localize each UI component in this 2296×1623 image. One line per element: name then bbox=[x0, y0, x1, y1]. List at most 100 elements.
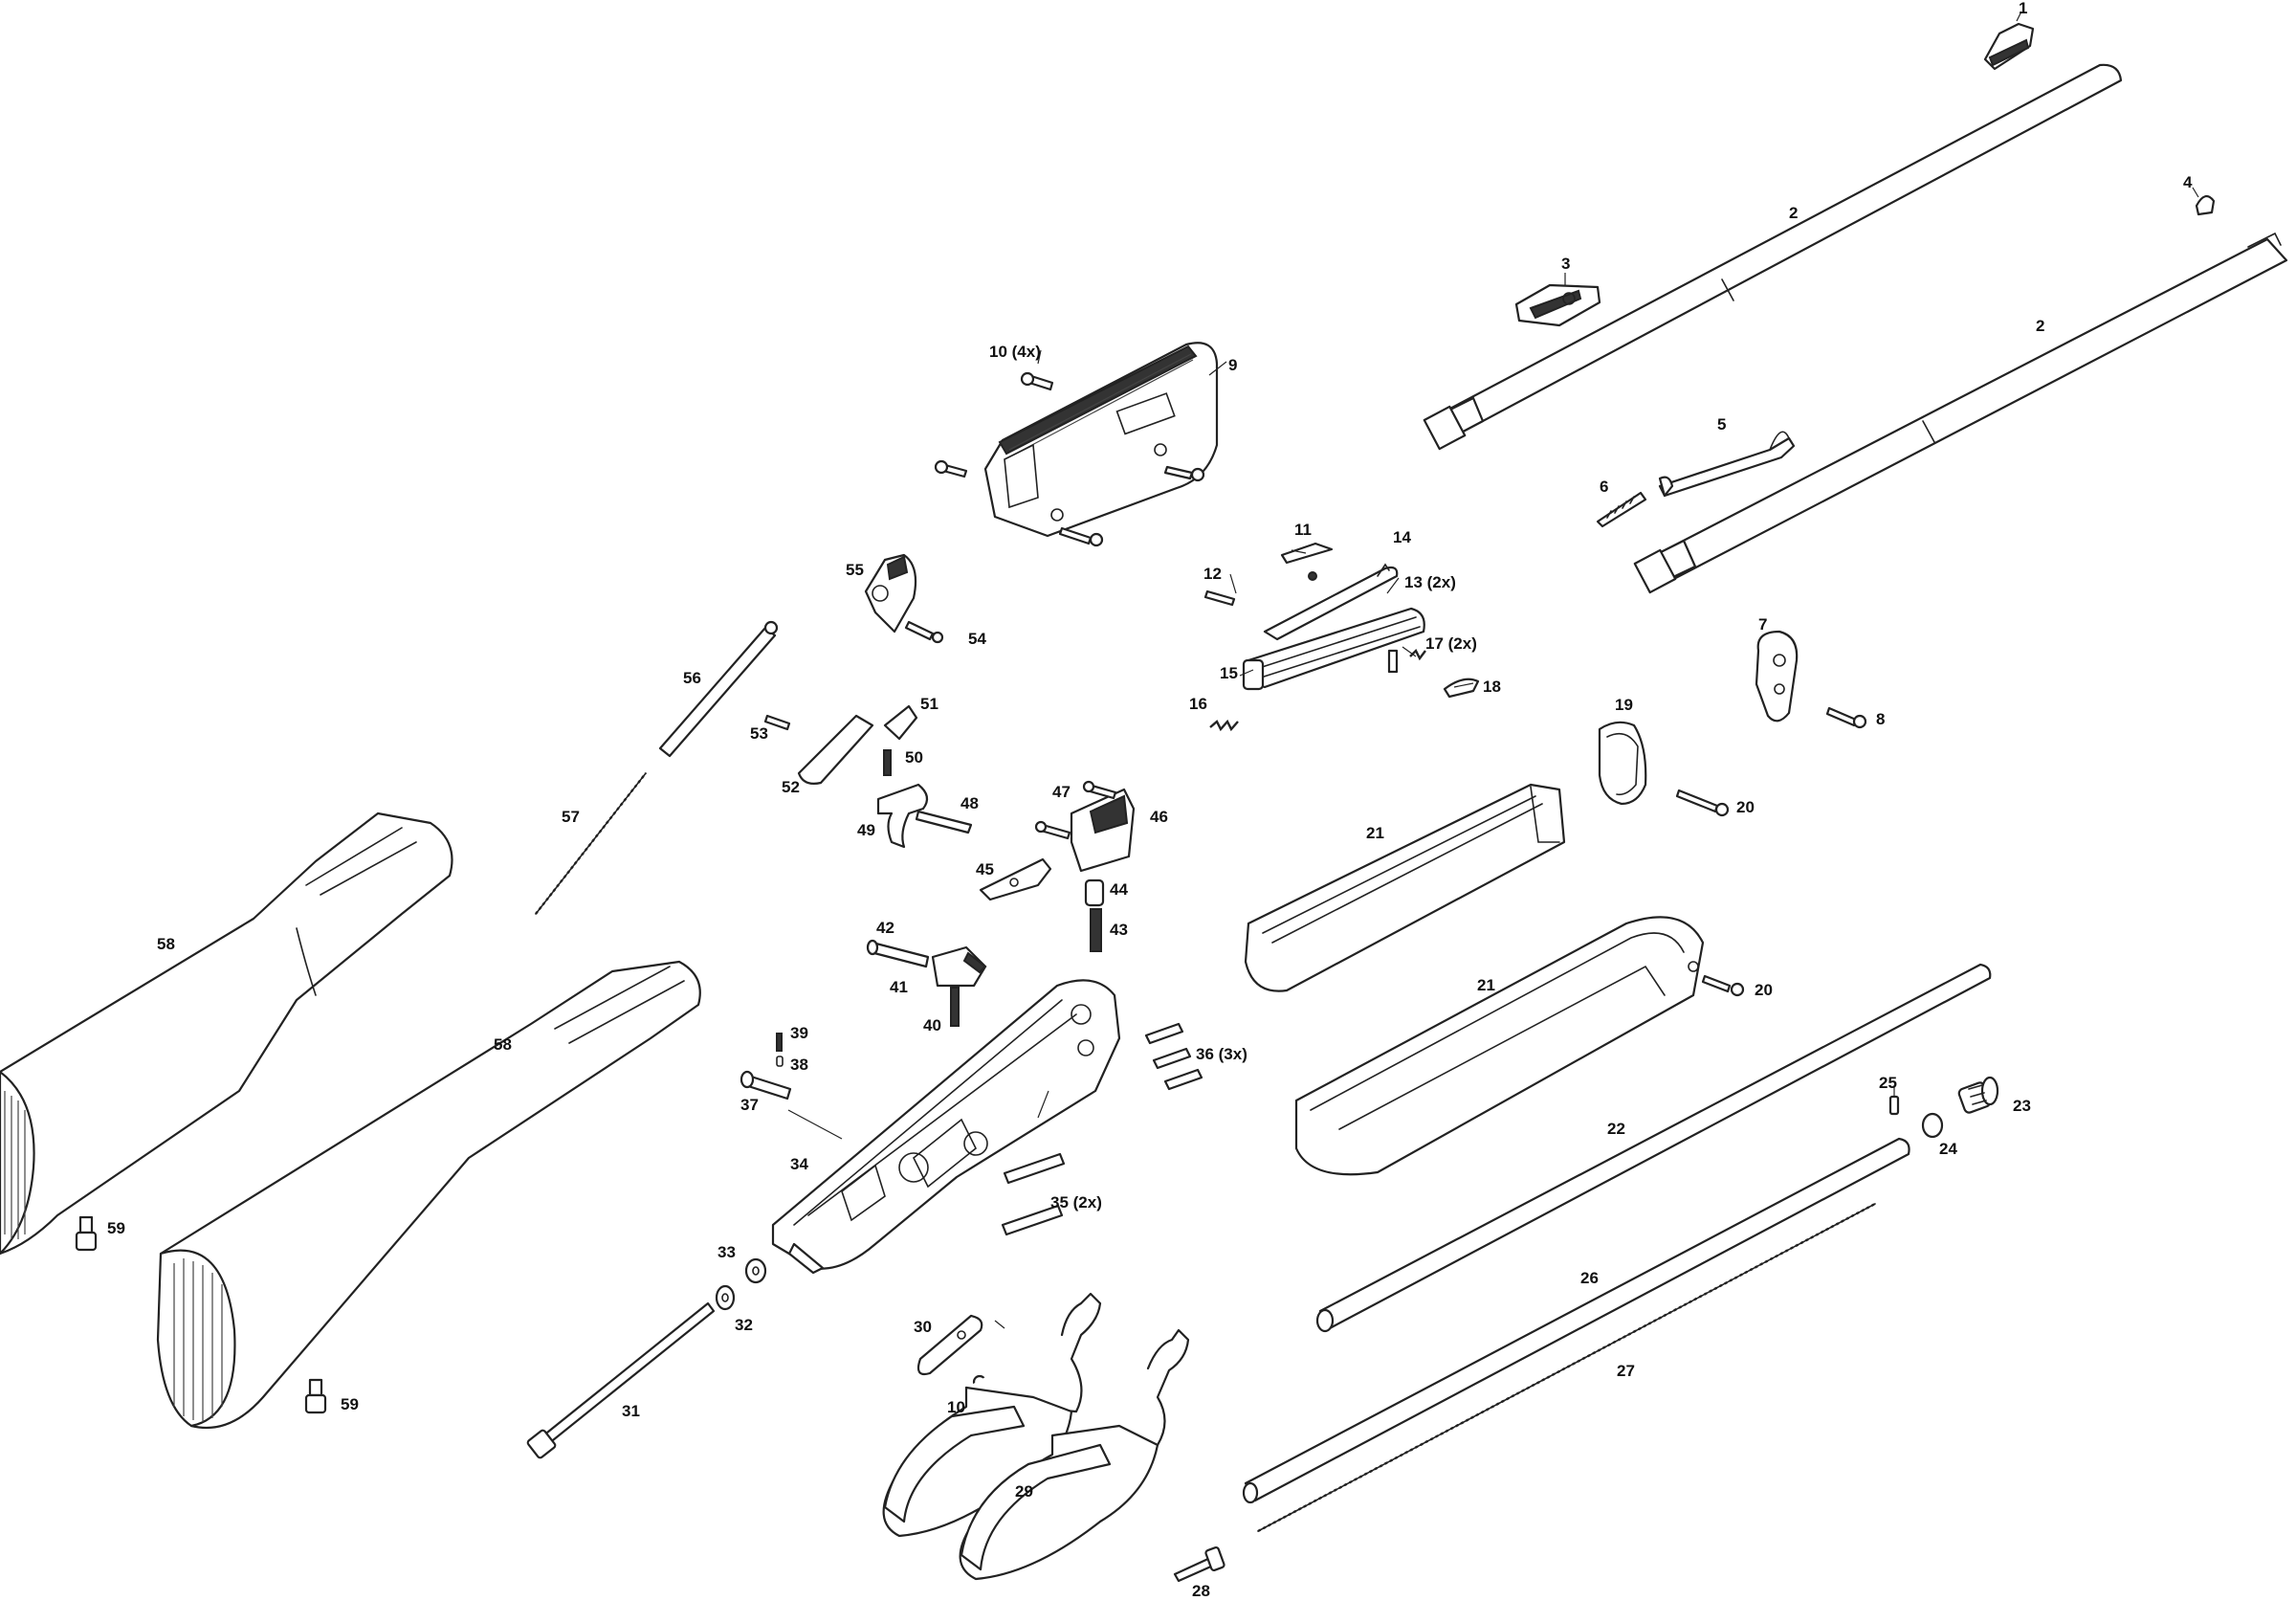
callout-29: 29 bbox=[1015, 1482, 1033, 1501]
buttstock-lower bbox=[156, 960, 701, 1430]
magazine-tube-upper bbox=[1315, 963, 1992, 1333]
receiver-sideplate bbox=[983, 342, 1219, 538]
hammer-spring-rod bbox=[658, 620, 779, 758]
forearm-upper bbox=[1244, 783, 1566, 992]
trigger-spring bbox=[950, 987, 960, 1027]
rear-sight-elevator bbox=[1658, 431, 1796, 498]
ejector-plate bbox=[979, 857, 1052, 901]
callout-52: 52 bbox=[782, 778, 800, 796]
callout-25: 25 bbox=[1879, 1074, 1897, 1092]
callout-6: 6 bbox=[1600, 478, 1608, 496]
callout-57: 57 bbox=[562, 808, 580, 826]
callout-27: 27 bbox=[1617, 1362, 1635, 1380]
stock-bolts bbox=[75, 1215, 327, 1414]
callout-38: 38 bbox=[790, 1056, 808, 1074]
callout-43: 43 bbox=[1110, 921, 1128, 939]
barrel-lower bbox=[1633, 232, 2288, 594]
elevator-ramp bbox=[1596, 491, 1647, 528]
callout-16: 16 bbox=[1189, 695, 1207, 713]
callout-45: 45 bbox=[976, 860, 994, 878]
callout-28: 28 bbox=[1192, 1582, 1210, 1600]
callout-12: 12 bbox=[1203, 565, 1222, 583]
callout-23: 23 bbox=[2013, 1097, 2031, 1115]
callout-15: 15 bbox=[1220, 664, 1238, 682]
callout-48: 48 bbox=[960, 794, 979, 812]
callout-19: 19 bbox=[1615, 696, 1633, 714]
callout-59: 59 bbox=[107, 1219, 125, 1237]
front-sight-hood bbox=[1983, 11, 2035, 71]
callout-13: 13 (2x) bbox=[1404, 573, 1456, 591]
lever-lower bbox=[959, 1328, 1190, 1581]
callout-7: 7 bbox=[1758, 615, 1767, 634]
callout-14: 14 bbox=[1393, 528, 1411, 546]
safety-button bbox=[931, 945, 987, 988]
band-screw bbox=[1825, 706, 1867, 729]
receiver-pins-rear bbox=[1144, 1022, 1203, 1091]
barrel-upper bbox=[1423, 63, 2123, 451]
callout-53: 53 bbox=[750, 724, 768, 743]
callout-50: 50 bbox=[905, 748, 923, 767]
hammer bbox=[864, 553, 917, 634]
magazine-tube-lower bbox=[1242, 1137, 1910, 1504]
washer-inner bbox=[744, 1257, 767, 1284]
hammer-screw bbox=[904, 620, 944, 644]
callout-26: 26 bbox=[1580, 1269, 1599, 1287]
callout-31: 31 bbox=[622, 1402, 640, 1420]
callout-58: 58 bbox=[494, 1035, 512, 1054]
callout-30: 30 bbox=[914, 1318, 932, 1336]
callout-34: 34 bbox=[790, 1155, 808, 1173]
tang-screw bbox=[526, 1301, 716, 1459]
callout-33: 33 bbox=[718, 1243, 736, 1261]
safety-pin bbox=[866, 939, 930, 968]
washer-outer bbox=[715, 1284, 736, 1311]
callout-10: 10 (4x) bbox=[989, 343, 1041, 361]
hammer-spring bbox=[535, 772, 647, 915]
callout-40: 40 bbox=[923, 1016, 941, 1034]
hammer-pin bbox=[740, 1070, 792, 1101]
trigger bbox=[876, 783, 929, 849]
callout-47: 47 bbox=[1052, 783, 1071, 801]
trigger-spring-small bbox=[883, 749, 892, 776]
forearm-lower bbox=[1294, 916, 1705, 1176]
callout-17: 17 (2x) bbox=[1425, 634, 1477, 653]
callout-4: 4 bbox=[2183, 173, 2193, 191]
callout-8: 8 bbox=[1876, 710, 1885, 728]
receiver-pins-front bbox=[1001, 1152, 1066, 1236]
receiver bbox=[771, 979, 1121, 1275]
callout-39: 39 bbox=[790, 1024, 808, 1042]
callout-1: 1 bbox=[2019, 0, 2027, 17]
sear bbox=[883, 704, 918, 741]
spring-plunger bbox=[1084, 878, 1105, 907]
buttstock-upper bbox=[0, 812, 453, 1256]
magazine-spring bbox=[1257, 1202, 1876, 1533]
callout-58: 58 bbox=[157, 935, 175, 953]
lever-link bbox=[916, 1314, 983, 1376]
bolt-assembly bbox=[1203, 542, 1480, 732]
magazine-band bbox=[1598, 721, 1647, 806]
leader-lines bbox=[787, 349, 1895, 1329]
lever-upper bbox=[882, 1292, 1102, 1538]
callout-32: 32 bbox=[735, 1316, 753, 1334]
mainspring-guide bbox=[797, 714, 874, 785]
plug-washer bbox=[1921, 1112, 1944, 1139]
detent-spring bbox=[776, 1033, 783, 1052]
callout-21: 21 bbox=[1366, 824, 1384, 842]
barrel-band bbox=[1755, 630, 1799, 723]
callout-20: 20 bbox=[1755, 981, 1773, 999]
trigger-pin bbox=[915, 810, 973, 834]
callout-41: 41 bbox=[890, 978, 908, 996]
carrier bbox=[1070, 788, 1136, 873]
callout-3: 3 bbox=[1561, 255, 1570, 273]
lever-screw bbox=[1173, 1546, 1225, 1583]
callout-18: 18 bbox=[1483, 678, 1501, 696]
callout-49: 49 bbox=[857, 821, 875, 839]
callout-54: 54 bbox=[968, 630, 986, 648]
hammer-strut-pin bbox=[763, 714, 791, 731]
rear-sight bbox=[1514, 273, 1601, 327]
magazine-plug bbox=[1957, 1076, 1999, 1114]
callout-44: 44 bbox=[1110, 880, 1128, 899]
callout-2: 2 bbox=[2036, 317, 2044, 335]
callout-35: 35 (2x) bbox=[1050, 1193, 1102, 1212]
callout-2: 2 bbox=[1789, 204, 1798, 222]
sear-spring bbox=[1090, 908, 1102, 952]
